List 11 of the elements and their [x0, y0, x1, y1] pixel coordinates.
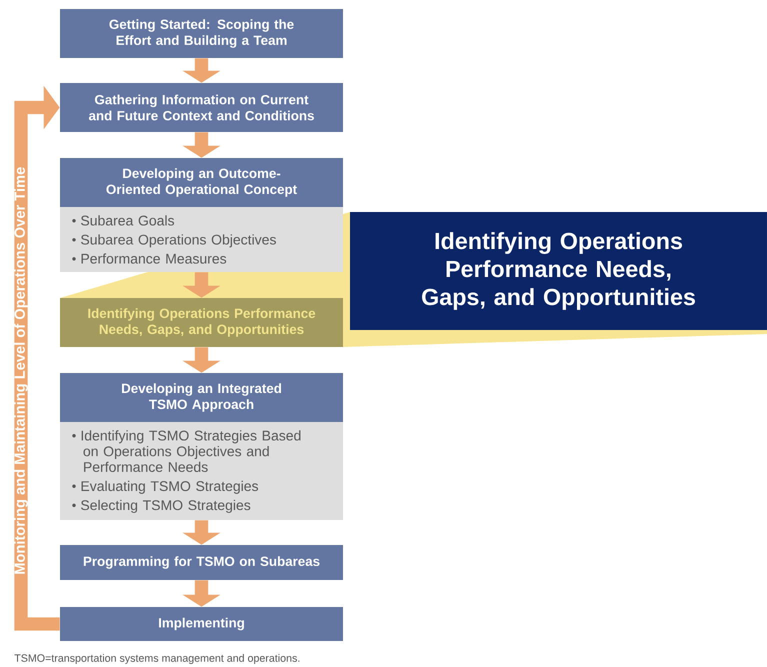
process-box: Gathering Information on Current and Future Context and Conditions [60, 83, 343, 132]
feedback-arrow [14, 86, 60, 631]
process-box: Developing an Outcome-Oriented Operational Concept Subarea Goals Subarea Operations Objectives Performance Measures [60, 158, 343, 272]
edge-label: Monitoring and Maintaining Level of Operations Over Time [14, 167, 28, 574]
process-box: Implementing [60, 607, 343, 641]
callout-box: Identifying Operations Performance Needs, Gaps, and Opportunities [350, 212, 767, 330]
footnote: TSMO=transportation systems management and operations. [14, 654, 300, 664]
highlighted-process-box: Identifying Operations Performance Needs, Gaps, and Opportunities [60, 298, 343, 347]
process-box: Programming for TSMO on Subareas [60, 545, 343, 580]
process-box: Getting Started: Scoping the Effort and Building a Team [60, 9, 343, 58]
process-box: Developing an Integrated TSMO Approach Identifying TSMO Strategies Based on Operations Objectives and Performance Needs Evaluating TSMO Strategies Selecting TSMO Strategies [60, 373, 343, 520]
